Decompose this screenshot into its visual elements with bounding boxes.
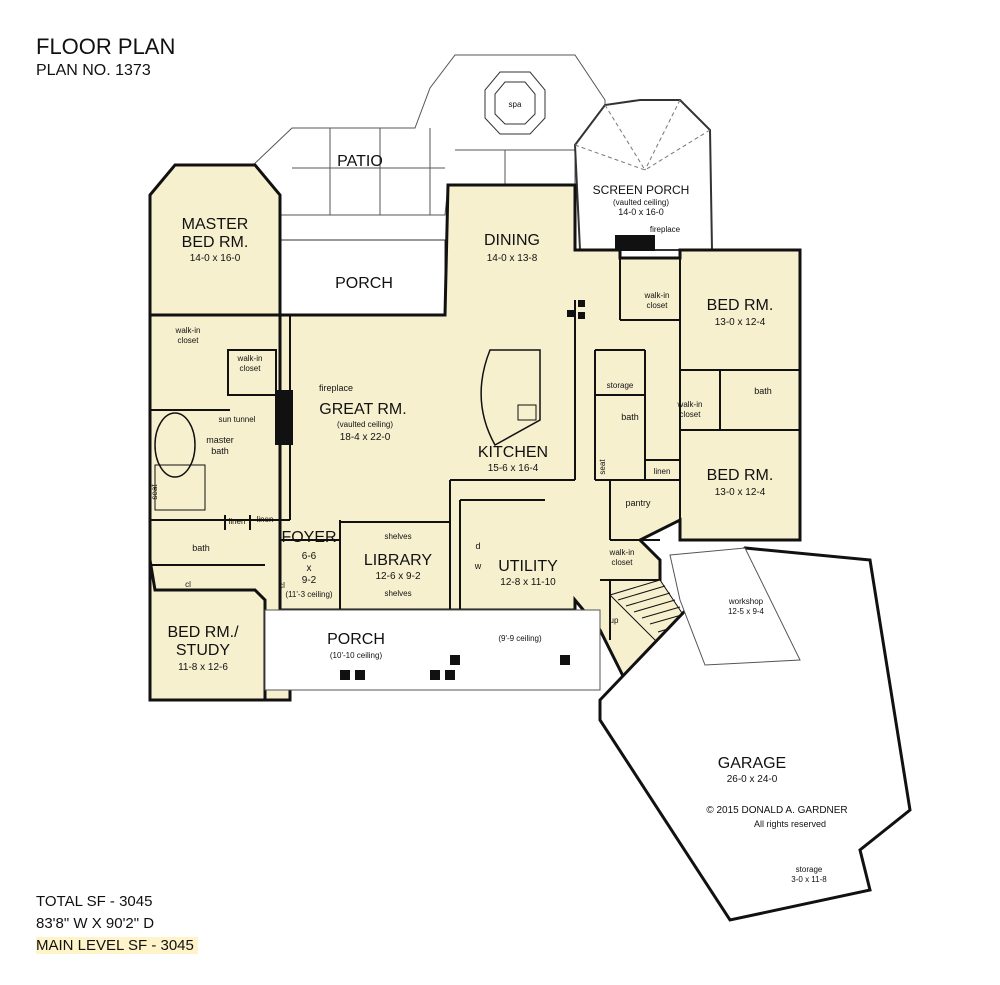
label-library: LIBRARY bbox=[364, 552, 433, 569]
label-bed-r1: BED RM. bbox=[707, 297, 774, 314]
porch-fireplace-icon bbox=[615, 235, 655, 251]
label-bath-right: bath bbox=[754, 386, 772, 396]
workshop-outline bbox=[669, 547, 801, 666]
label-bath-mid: bath bbox=[621, 412, 639, 422]
label-master-2: BED RM. bbox=[182, 234, 249, 251]
label-shelves-top: shelves bbox=[384, 532, 411, 541]
label-d: d bbox=[475, 541, 480, 551]
label-study-2: STUDY bbox=[176, 642, 231, 659]
label-kitchen-size: 15-6 x 16-4 bbox=[488, 463, 539, 474]
study-shape bbox=[148, 559, 267, 702]
label-walkin-e2: closet bbox=[612, 558, 634, 567]
label-sun-tunnel: sun tunnel bbox=[219, 415, 256, 424]
label-foyer-note: (11'-3 ceiling) bbox=[285, 590, 333, 599]
label-bed-r1-size: 13-0 x 12-4 bbox=[715, 317, 766, 328]
label-fireplace-great: fireplace bbox=[319, 383, 353, 393]
label-bed-r2-size: 13-0 x 12-4 bbox=[715, 487, 766, 498]
plan-title: FLOOR PLAN bbox=[36, 34, 176, 59]
main-level-sf: MAIN LEVEL SF - 3045 bbox=[36, 937, 198, 954]
label-great-note: (vaulted ceiling) bbox=[337, 420, 393, 429]
label-study-size: 11-8 x 12-6 bbox=[178, 662, 228, 673]
label-bed-r2: BED RM. bbox=[707, 467, 774, 484]
label-walkin-b2: closet bbox=[240, 364, 262, 373]
label-porch-front-note: (10'-10 ceiling) bbox=[330, 651, 383, 660]
label-w: w bbox=[474, 561, 482, 571]
label-foyer: FOYER bbox=[281, 529, 336, 546]
label-up: up bbox=[610, 616, 619, 625]
label-walkin-a2: closet bbox=[178, 336, 200, 345]
label-workshop: workshop bbox=[728, 597, 764, 606]
screen-porch-outline bbox=[573, 99, 714, 251]
label-garage: GARAGE bbox=[718, 755, 786, 772]
label-walkin-e1: walk-in bbox=[609, 548, 635, 557]
label-storage: storage bbox=[607, 381, 634, 390]
label-utility-size: 12-8 x 11-10 bbox=[500, 577, 556, 588]
label-storage-garage: storage bbox=[796, 865, 823, 874]
garage-outline bbox=[598, 546, 912, 922]
label-great-size: 18-4 x 22-0 bbox=[340, 432, 391, 443]
spa-icon bbox=[484, 71, 546, 135]
label-workshop-size: 12-5 x 9-4 bbox=[728, 607, 765, 616]
great-fireplace-icon bbox=[275, 390, 293, 445]
label-cl-bed: cl bbox=[185, 580, 191, 589]
label-dining-size: 14-0 x 13-8 bbox=[487, 253, 538, 264]
label-utility: UTILITY bbox=[498, 558, 558, 575]
rear-porch-outline bbox=[279, 239, 446, 316]
label-master-bath-1: master bbox=[206, 435, 234, 445]
label-kitchen: KITCHEN bbox=[478, 444, 548, 461]
label-linen-right: linen bbox=[654, 467, 671, 476]
plan-number: PLAN NO. 1373 bbox=[36, 62, 151, 79]
label-garage-size: 26-0 x 24-0 bbox=[727, 774, 778, 785]
label-walkin-d2: closet bbox=[680, 410, 702, 419]
label-library-size: 12-6 x 9-2 bbox=[375, 571, 420, 582]
label-shelves-bot: shelves bbox=[384, 589, 411, 598]
label-master-size: 14-0 x 16-0 bbox=[190, 253, 241, 264]
label-foyer-s1: 6-6 bbox=[302, 551, 317, 562]
label-walkin-a1: walk-in bbox=[175, 326, 201, 335]
label-seat-bath: seat bbox=[598, 459, 607, 475]
label-master-bath-2: bath bbox=[211, 446, 229, 456]
label-fireplace-porch: fireplace bbox=[650, 225, 681, 234]
master-tub bbox=[154, 412, 196, 478]
label-screen-porch-note: (vaulted ceiling) bbox=[613, 198, 669, 207]
label-walkin-c2: closet bbox=[647, 301, 669, 310]
label-rear-porch: PORCH bbox=[335, 275, 393, 292]
label-copyright: © 2015 DONALD A. GARDNER bbox=[706, 805, 847, 816]
label-bath-left: bath bbox=[192, 543, 210, 553]
dimensions: 83'8" W X 90'2" D bbox=[36, 915, 155, 932]
label-linen-l2: linen bbox=[257, 515, 274, 524]
label-dining: DINING bbox=[484, 232, 540, 249]
label-cl-foyer: cl bbox=[279, 581, 285, 590]
label-walkin-c1: walk-in bbox=[644, 291, 670, 300]
label-pantry: pantry bbox=[625, 498, 651, 508]
label-master-1: MASTER bbox=[182, 216, 249, 233]
label-study-1: BED RM./ bbox=[167, 624, 239, 641]
total-sf: TOTAL SF - 3045 bbox=[36, 893, 153, 910]
label-walkin-d1: walk-in bbox=[677, 400, 703, 409]
label-walkin-b1: walk-in bbox=[237, 354, 263, 363]
label-linen-l1: linen bbox=[229, 517, 246, 526]
label-seat-master: seat bbox=[150, 484, 159, 500]
label-rights: All rights reserved bbox=[754, 819, 826, 829]
label-screen-porch: SCREEN PORCH bbox=[593, 183, 690, 197]
label-porch-front: PORCH bbox=[327, 631, 385, 648]
kitchen-island bbox=[480, 349, 541, 447]
label-storage-garage-size: 3-0 x 11-8 bbox=[791, 875, 827, 884]
label-great: GREAT RM. bbox=[319, 401, 406, 418]
label-foyer-s2: x bbox=[307, 563, 312, 574]
label-foyer-s3: 9-2 bbox=[302, 575, 317, 586]
label-patio: PATIO bbox=[337, 153, 383, 170]
label-spa: spa bbox=[509, 100, 522, 109]
label-screen-porch-size: 14-0 x 16-0 bbox=[618, 207, 664, 217]
label-porch-front-note2: (9'-9 ceiling) bbox=[498, 634, 542, 643]
